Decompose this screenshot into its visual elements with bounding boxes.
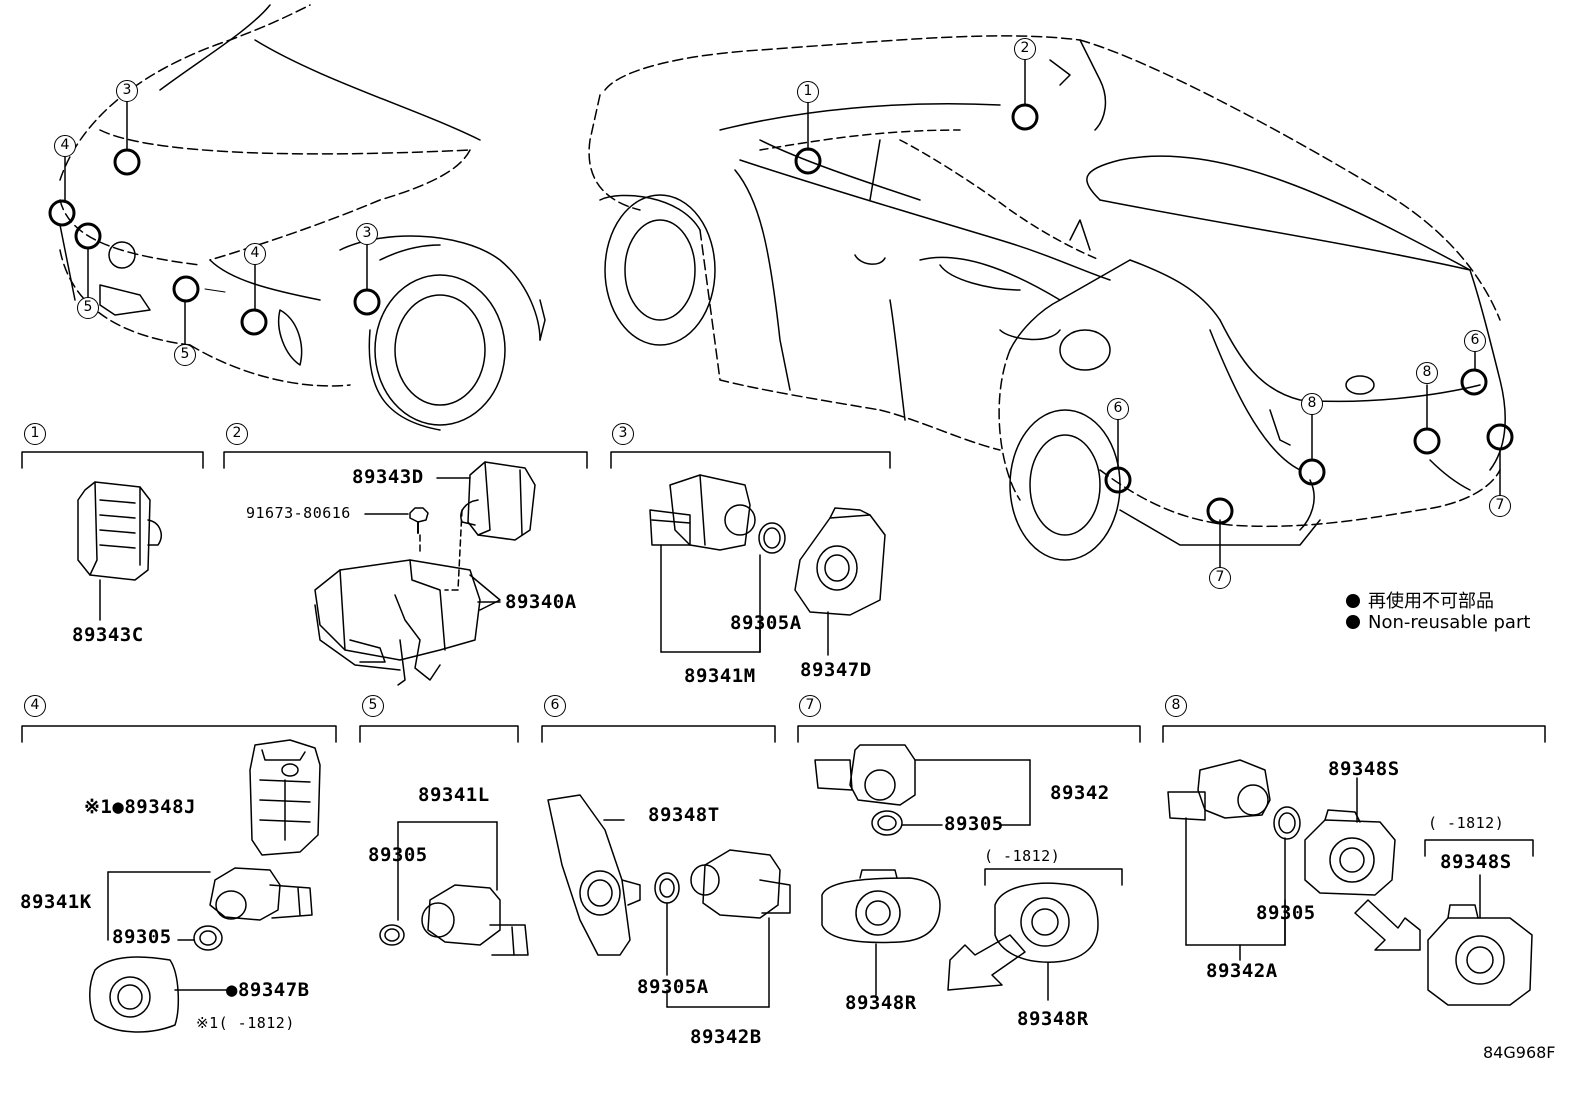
part-89347B-text: 89347B: [237, 979, 310, 1001]
note-1812-panel7: ( -1812): [984, 847, 1061, 865]
part-89341L[interactable]: 89341L: [418, 784, 490, 806]
callout-8-rear-right[interactable]: 8: [1416, 362, 1438, 384]
callout-5-front-left[interactable]: 5: [77, 297, 99, 319]
part-89348T[interactable]: 89348T: [648, 804, 720, 826]
panel2-ecu-drawing: [314, 461, 536, 686]
callout-3-front-fender[interactable]: 3: [356, 223, 378, 245]
rear-car-illustration: [588, 35, 1506, 561]
part-89347D[interactable]: 89347D: [800, 659, 872, 681]
section-5-number: 5: [362, 695, 384, 717]
callout-8-rear-left[interactable]: 8: [1301, 393, 1323, 415]
note-1812-panel4: ※1( -1812): [196, 1014, 295, 1032]
non-reusable-dot-icon: [1346, 594, 1360, 608]
callout-4-front-left[interactable]: 4: [54, 135, 76, 157]
part-89305-panel7[interactable]: 89305: [944, 813, 1004, 835]
callout-4-front-right[interactable]: 4: [244, 243, 266, 265]
section-1-number: 1: [24, 423, 46, 445]
part-91673-80616[interactable]: 91673-80616: [246, 504, 351, 522]
panel8-drawing: [1167, 759, 1533, 1006]
callout-3-front-hood[interactable]: 3: [116, 80, 138, 102]
section-2-number: 2: [226, 423, 248, 445]
part-89348S-old[interactable]: 89348S: [1440, 851, 1512, 873]
legend-jp-text: 再使用不可部品: [1368, 591, 1494, 612]
part-89348R-new[interactable]: 89348R: [845, 992, 917, 1014]
part-89348S-new[interactable]: 89348S: [1328, 758, 1400, 780]
callout-2-interior[interactable]: 2: [1014, 38, 1036, 60]
section-4-number: 4: [24, 695, 46, 717]
part-89348J-text: 89348J: [124, 796, 196, 818]
part-89343C[interactable]: 89343C: [72, 624, 144, 646]
part-89340A[interactable]: 89340A: [505, 591, 577, 613]
part-89341K[interactable]: 89341K: [20, 891, 92, 913]
section-8-number: 8: [1165, 695, 1187, 717]
part-89342B[interactable]: 89342B: [690, 1026, 762, 1048]
callout-leaders: [64, 59, 1501, 568]
part-89305-panel5[interactable]: 89305: [368, 844, 428, 866]
callout-7-rear-left[interactable]: 7: [1209, 567, 1231, 589]
non-reusable-dot-icon: [1346, 615, 1360, 629]
section-7-number: 7: [799, 695, 821, 717]
callout-5-front-center[interactable]: 5: [174, 344, 196, 366]
panel4-drawing: [89, 739, 321, 1033]
panel3-drawing: [649, 474, 886, 656]
callout-7-rear-right[interactable]: 7: [1489, 495, 1511, 517]
part-89342[interactable]: 89342: [1050, 782, 1110, 804]
part-89305A-panel3[interactable]: 89305A: [730, 612, 802, 634]
part-89305-panel4[interactable]: 89305: [112, 926, 172, 948]
sensor-position-rings: [48, 103, 1514, 525]
drawing-code: 84G968F: [1483, 1043, 1556, 1062]
section-brackets: [21, 451, 1546, 886]
panel1-sensor-drawing: [77, 481, 162, 621]
non-reusable-marker: ●: [226, 979, 238, 1001]
callout-6-rear-right[interactable]: 6: [1464, 330, 1486, 352]
front-car-illustration: [59, 4, 546, 431]
non-reusable-note-marker: ※1●: [84, 796, 125, 818]
part-89341M[interactable]: 89341M: [684, 665, 756, 687]
part-89348J[interactable]: ※1●89348J: [84, 798, 196, 817]
legend-en-text: Non-reusable part: [1368, 612, 1531, 633]
part-89347B[interactable]: ●89347B: [226, 981, 310, 1000]
callout-6-rear-left[interactable]: 6: [1107, 398, 1129, 420]
part-89305A-panel6[interactable]: 89305A: [637, 976, 709, 998]
panel7-drawing: [814, 744, 1099, 1001]
part-89343D[interactable]: 89343D: [352, 466, 424, 488]
panel6-drawing: [547, 794, 791, 1008]
note-1812-panel8: ( -1812): [1428, 814, 1505, 832]
panel5-drawing: [379, 821, 529, 956]
part-89342A[interactable]: 89342A: [1206, 960, 1278, 982]
section-3-number: 3: [612, 423, 634, 445]
callout-1-interior[interactable]: 1: [797, 81, 819, 103]
section-6-number: 6: [544, 695, 566, 717]
legend-non-reusable-jp: 再使用不可部品: [1346, 587, 1494, 613]
legend-non-reusable-en: Non-reusable part: [1346, 612, 1530, 633]
part-89348R-old[interactable]: 89348R: [1017, 1008, 1089, 1030]
part-89305-panel8[interactable]: 89305: [1256, 902, 1316, 924]
